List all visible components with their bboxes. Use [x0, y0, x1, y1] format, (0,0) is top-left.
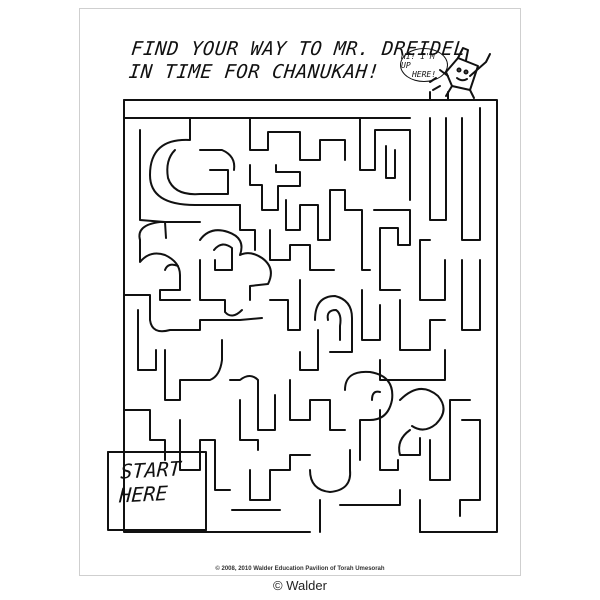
start-area — [107, 451, 207, 531]
copyright-line: © 2008, 2010 Walder Education Pavilion o… — [215, 566, 385, 572]
dreidel-character-icon — [429, 47, 491, 99]
dreidel-speech-bubble: HI! I'M UP HERE! — [400, 48, 448, 82]
maze-walls — [123, 107, 481, 533]
walder-credit: © Walder — [273, 578, 327, 593]
bubble-line-1: HI! I'M UP — [401, 51, 435, 70]
bubble-line-2: HERE! — [411, 69, 437, 79]
start-line-1: START — [119, 456, 182, 484]
maze-outer-wall — [123, 91, 498, 533]
start-line-2: HERE — [118, 481, 169, 508]
start-label: START HERE — [119, 456, 182, 507]
